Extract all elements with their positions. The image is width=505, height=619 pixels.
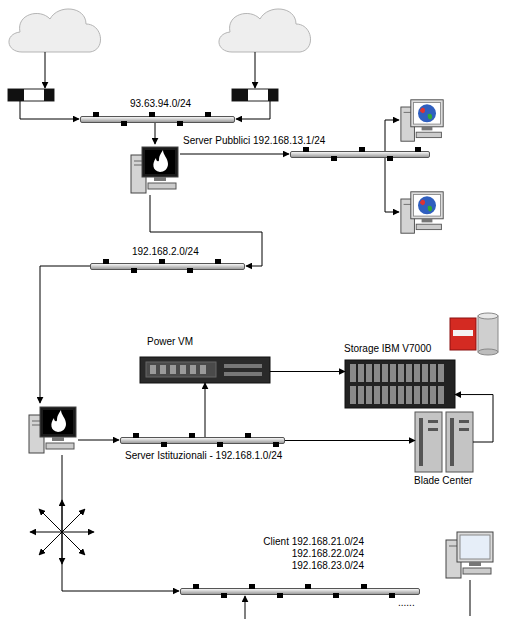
- bus-tap: [217, 442, 223, 447]
- node-label: Power VM: [147, 336, 193, 348]
- bus-tap: [333, 593, 339, 598]
- bus-tap: [205, 112, 211, 117]
- network-segment: 192.168.2.0/24: [90, 263, 245, 270]
- bus-tap: [189, 433, 195, 438]
- bus-tap: [149, 112, 155, 117]
- bus-tap: [103, 259, 109, 264]
- node-label: 93.63.94.0/24: [130, 98, 191, 110]
- node-label: 192.168.2.0/24: [132, 246, 199, 258]
- bus-tap: [133, 433, 139, 438]
- node-label: Client 192.168.21.0/24 192.168.22.0/24 1…: [252, 536, 364, 572]
- bus-tap: [121, 121, 127, 126]
- bus-tap: [305, 584, 311, 589]
- bus-tap: [221, 593, 227, 598]
- bus-tap: [245, 433, 251, 438]
- server-device: Power VM: [140, 357, 270, 383]
- bus-tap: [193, 584, 199, 589]
- bus-tap: [303, 147, 309, 152]
- network-segment: Client 192.168.21.0/24 192.168.22.0/24 1…: [180, 588, 420, 595]
- node-label: Server Pubblici 192.168.13.1/24: [183, 135, 325, 147]
- bus-tap: [159, 259, 165, 264]
- network-segment: 93.63.94.0/24: [80, 116, 235, 123]
- network-segment: Server Istituzionali - 192.168.1.0/24: [120, 437, 285, 444]
- bus-tap: [415, 147, 421, 152]
- node-label: Blade Center: [414, 475, 472, 487]
- bus-tap: [187, 268, 193, 273]
- node-label: Storage IBM V7000: [344, 343, 431, 355]
- connector-arrow: [455, 395, 493, 442]
- bus-tap: [389, 593, 395, 598]
- bus-tap: [361, 584, 367, 589]
- bus-tap: [273, 442, 279, 447]
- connector-arrow: [270, 371, 345, 372]
- bus-tap: [161, 442, 167, 447]
- node-label: Server Istituzionali - 192.168.1.0/24: [125, 450, 282, 462]
- note-label: ......: [398, 597, 415, 609]
- bus-tap: [387, 156, 393, 161]
- bus-tap: [215, 259, 221, 264]
- bus-tap: [131, 268, 137, 273]
- network-segment: Server Pubblici 192.168.13.1/24: [290, 151, 430, 158]
- bus-tap: [277, 593, 283, 598]
- blade-device: Blade Center: [415, 412, 473, 472]
- bus-tap: [359, 147, 365, 152]
- bus-tap: [331, 156, 337, 161]
- bus-tap: [93, 112, 99, 117]
- bus-tap: [177, 121, 183, 126]
- storage-device: Storage IBM V7000: [345, 360, 455, 408]
- connector-arrow: [285, 440, 415, 441]
- bus-tap: [249, 584, 255, 589]
- connector-arrow: [205, 383, 206, 437]
